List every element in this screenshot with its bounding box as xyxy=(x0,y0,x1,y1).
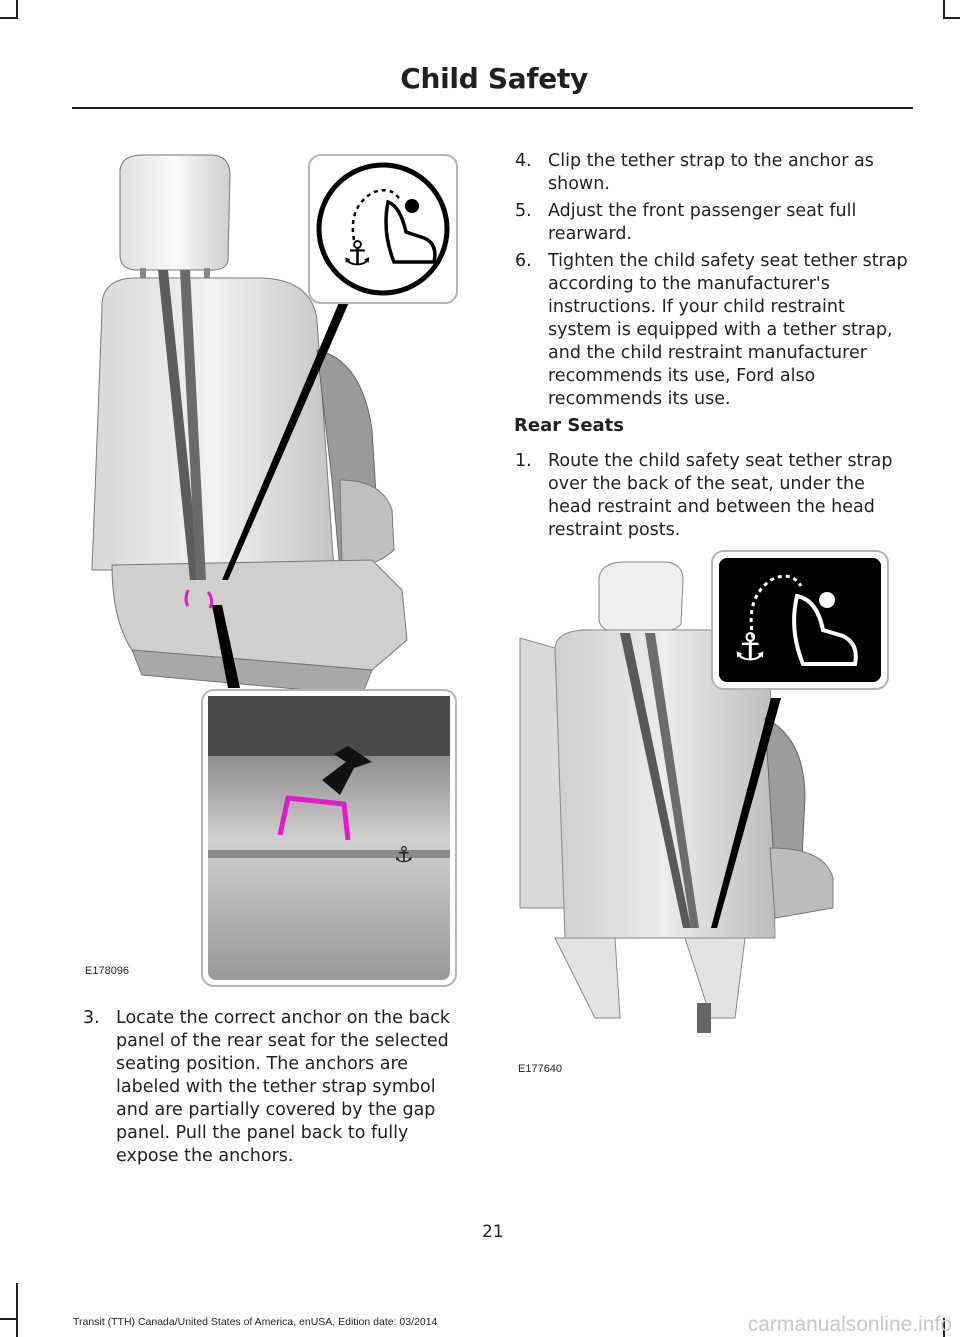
step-number: 1. xyxy=(515,451,532,471)
front-seat-drawing: ⚓ ⚓ xyxy=(91,154,458,987)
page-title: Child Safety xyxy=(400,62,588,95)
crop-mark xyxy=(943,0,945,18)
watermark: carmanualsonline.info xyxy=(747,1313,952,1336)
step-number: 6. xyxy=(515,251,532,271)
step-4: 4. Clip the tether strap to the anchor a… xyxy=(515,150,910,196)
crop-mark xyxy=(16,0,18,18)
crop-mark xyxy=(0,1318,18,1320)
crop-mark xyxy=(0,17,18,19)
crop-mark xyxy=(943,1318,945,1337)
front-seat-illustration: ⚓ ⚓ xyxy=(72,150,462,990)
section-heading: Rear Seats xyxy=(514,415,624,436)
figure-code: E177640 xyxy=(518,1063,563,1075)
step-6: 6. Tighten the child safety seat tether … xyxy=(515,250,910,411)
figure-code: E178096 xyxy=(85,965,130,977)
step-number: 3. xyxy=(83,1008,100,1028)
crop-mark xyxy=(16,1283,18,1337)
crop-mark xyxy=(943,17,960,19)
step-text: Locate the correct anchor on the back pa… xyxy=(116,1008,451,1166)
edition-footer: Transit (TTH) Canada/United States of Am… xyxy=(73,1316,438,1328)
step-number: 4. xyxy=(515,151,532,171)
step-3: 3. Locate the correct anchor on the back… xyxy=(83,1007,468,1168)
step-text: Clip the tether strap to the anchor as s… xyxy=(548,151,874,194)
step-5: 5. Adjust the front passenger seat full … xyxy=(515,200,910,246)
rear-seat-illustration: ⚓ xyxy=(515,548,895,1078)
svg-text:⚓: ⚓ xyxy=(733,625,767,669)
page-number: 21 xyxy=(482,1222,504,1242)
step-text: Route the child safety seat tether strap… xyxy=(548,451,893,540)
step-number: 5. xyxy=(515,201,532,221)
svg-text:⚓: ⚓ xyxy=(394,843,414,868)
step-text: Tighten the child safety seat tether str… xyxy=(548,251,908,409)
rear-seat-drawing: ⚓ xyxy=(519,550,889,1033)
svg-text:⚓: ⚓ xyxy=(342,234,372,274)
step-rear-1: 1. Route the child safety seat tether st… xyxy=(515,450,910,542)
step-text: Adjust the front passenger seat full rea… xyxy=(548,201,857,244)
header-divider xyxy=(72,107,913,109)
